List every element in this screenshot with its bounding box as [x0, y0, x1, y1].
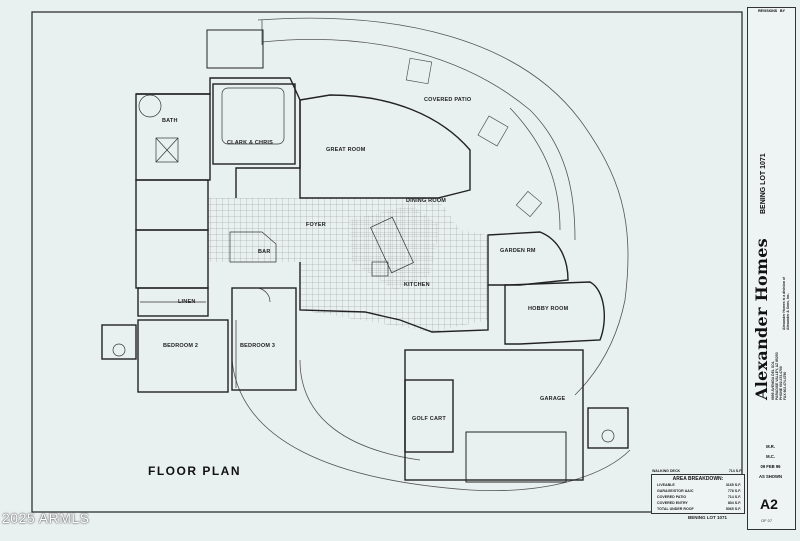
room-garage: GARAGE: [540, 396, 566, 402]
scale: AS SHOWN: [758, 474, 783, 479]
room-kitchen: KITCHEN: [404, 282, 430, 288]
sheet-of: OF 07: [761, 518, 773, 523]
drawing-title: FLOOR PLAN: [148, 464, 241, 478]
revisions-header: REVISIONS BY: [758, 9, 785, 13]
watermark: 2025 ARMLS: [2, 510, 90, 526]
brand-logo-text: Alexander Homes: [752, 238, 771, 400]
sheet-number: A2: [760, 496, 778, 512]
site-tiles: [405, 57, 543, 218]
division-text: Alexander Homes is a division of Alexand…: [782, 276, 790, 330]
room-covered-patio: COVERED PATIO: [424, 97, 472, 103]
room-linen: LINEN: [178, 299, 196, 305]
site-curves: [231, 17, 631, 492]
room-bedroom-2: BEDROOM 2: [163, 343, 199, 349]
walking-deck-row: WALKING DECK 714 S.F.: [652, 469, 742, 473]
drawn-by: M.R.: [766, 444, 775, 449]
address-block: 6856 AVENIDA DEL SOL PARADISE VALLEY, AZ…: [771, 352, 787, 400]
house-walls: [101, 29, 629, 483]
plan-details: [112, 87, 615, 443]
room-bedroom-3: BEDROOM 3: [240, 343, 276, 349]
date: 09 FEB 96: [760, 464, 781, 469]
room-bar: BAR: [258, 249, 271, 255]
bottom-lot-label: BENING LOT 1071: [688, 515, 728, 520]
title-block: REVISIONS BY: [747, 7, 796, 530]
area-breakdown-title: AREA BREAKDOWN:: [672, 476, 724, 482]
room-great-room: GREAT ROOM: [326, 147, 366, 153]
title-block-lot: BENING LOT 1071: [760, 153, 767, 214]
checked-by: M.C.: [766, 454, 775, 459]
room-dining: DINING ROOM: [406, 198, 447, 204]
room-garden: GARDEN RM: [500, 248, 536, 254]
room-closet: CLARK & CHRIS: [227, 140, 273, 146]
room-bath: BATH: [162, 118, 178, 124]
room-foyer: FOYER: [306, 222, 326, 228]
room-golf-cart: GOLF CART: [412, 416, 446, 422]
room-hobby: HOBBY ROOM: [528, 306, 569, 312]
drawing-border: [31, 11, 743, 513]
